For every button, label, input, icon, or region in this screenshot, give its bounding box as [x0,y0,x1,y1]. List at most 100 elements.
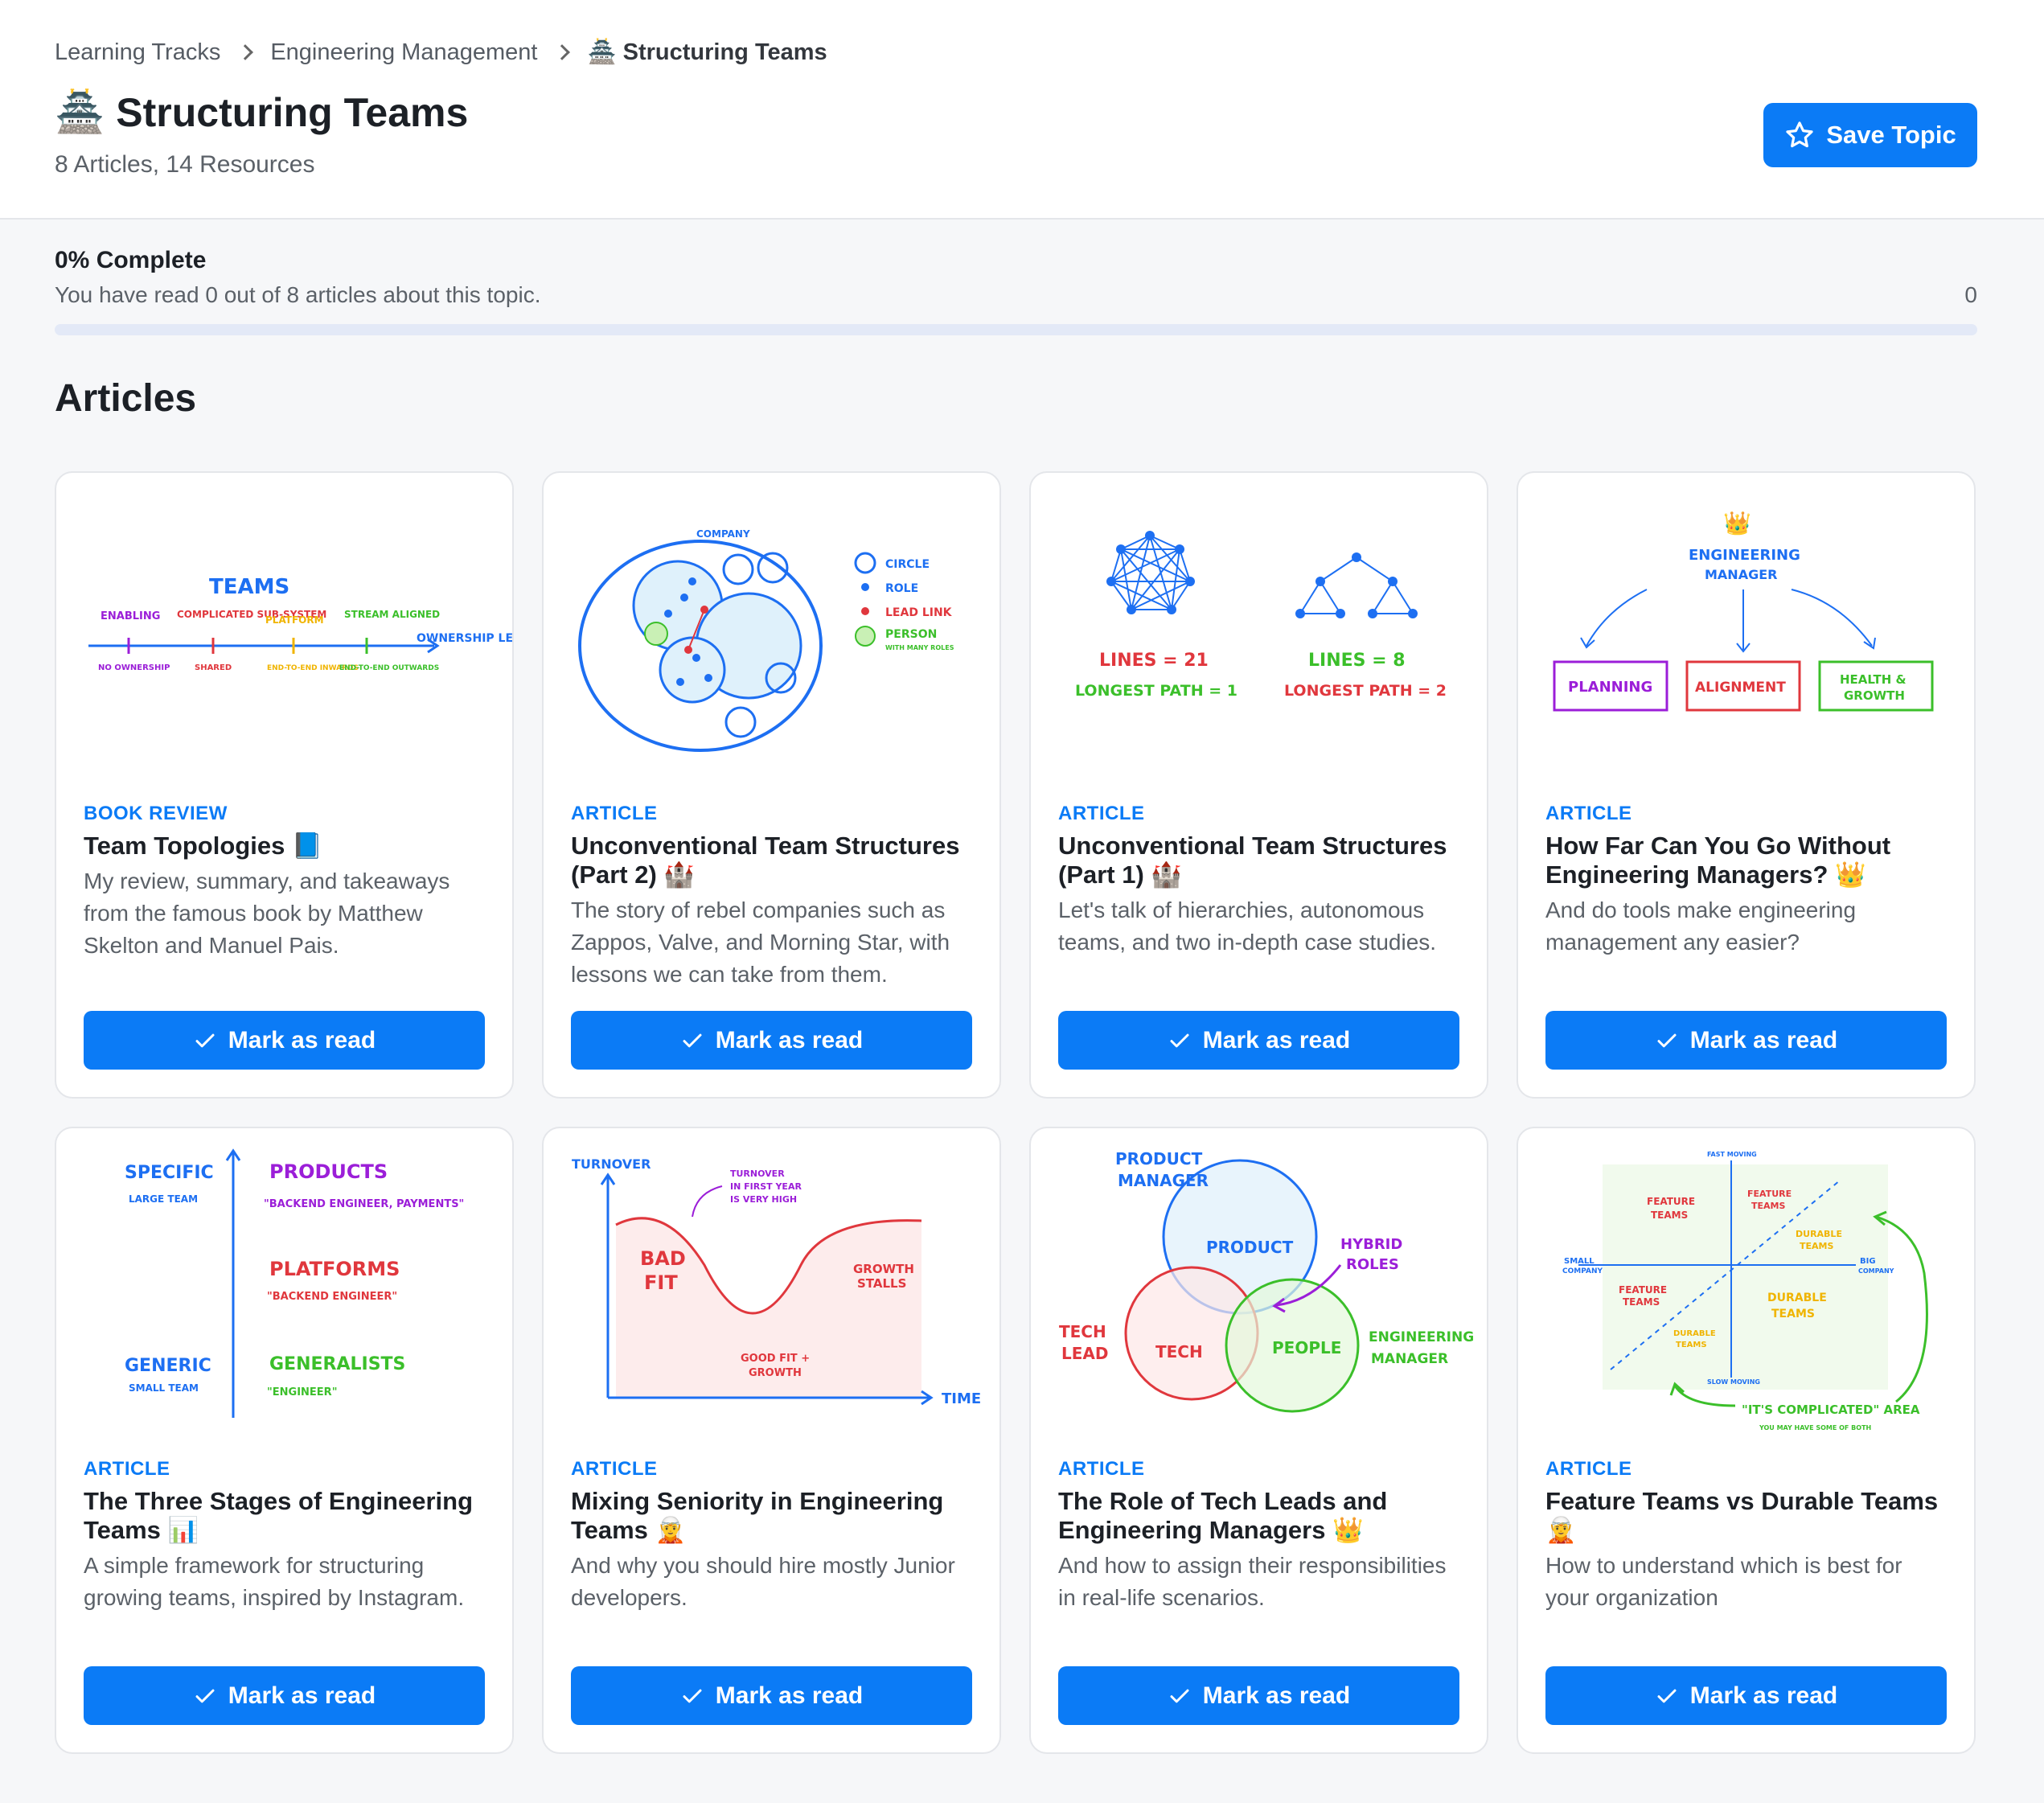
mark-as-read-label: Mark as read [1202,1682,1351,1709]
illustration-label: END-TO-END OUTWARDS [339,664,439,672]
mark-as-read-button[interactable]: Mark as read [84,1666,485,1725]
illustration-label: GENERIC [125,1356,211,1376]
article-illustration: PRODUCT MANAGER PRODUCT HYBRID ROLES TEC… [1031,1128,1487,1458]
article-illustration: SPECIFIC LARGE TEAM GENERIC SMALL TEAM P… [56,1128,512,1458]
illustration-label: ENGINEERING [1369,1329,1474,1345]
illustration-label: LONGEST PATH = 1 [1075,682,1237,700]
article-description: And why you should hire mostly Junior de… [571,1553,955,1610]
article-illustration: LINES = 21 LONGEST PATH = 1 LINES = 8 LO… [1031,473,1487,803]
progress-section: 0% Complete You have read 0 out of 8 art… [55,247,1977,335]
illustration-label: BIG [1860,1257,1876,1266]
article-title[interactable]: Unconventional Team Structures (Part 2) … [571,832,960,889]
illustration-label: "BACKEND ENGINEER" [267,1291,397,1303]
articles-grid: TEAMS ENABLING COMPLICATED SUB-SYSTEM PL… [55,471,1977,1754]
check-icon [1170,1689,1189,1702]
illustration-label: GROWTH [1844,688,1905,703]
article-title[interactable]: Team Topologies 📘 [84,832,323,860]
article-description: Let's talk of hierarchies, autonomous te… [1058,897,1437,955]
illustration-label: GROWTH [749,1367,802,1379]
article-card-body: ARTICLE How Far Can You Go Without Engin… [1545,803,1947,959]
article-card[interactable]: COMPANY CIRCLE ROLE LEAD LINK [542,471,1001,1099]
illustration-label: FEATURE [1647,1196,1695,1207]
save-topic-button[interactable]: Save Topic [1763,103,1977,167]
mark-as-read-button[interactable]: Mark as read [1058,1011,1459,1070]
article-card[interactable]: TURNOVER TIME TURNOVER IN FIRST YEAR IS … [542,1127,1001,1754]
article-title[interactable]: Unconventional Team Structures (Part 1) … [1058,832,1447,889]
mark-as-read-button[interactable]: Mark as read [1545,1011,1947,1070]
illustration-label: PRODUCT [1115,1149,1203,1168]
page-title-text: Structuring Teams [116,89,469,135]
article-description: The story of rebel companies such as Zap… [571,897,950,987]
illustration-label: WITH MANY ROLES [885,644,954,651]
article-card[interactable]: FAST MOVING SLOW MOVING SMALL COMPANY BI… [1517,1127,1976,1754]
article-title[interactable]: The Role of Tech Leads and Engineering M… [1058,1487,1388,1544]
illustration-label: SMALL [1564,1257,1595,1266]
illustration-label: FAST MOVING [1707,1151,1757,1158]
illustration-label: GENERALISTS [269,1354,405,1374]
mark-as-read-button[interactable]: Mark as read [1058,1666,1459,1725]
progress-description-row: You have read 0 out of 8 articles about … [55,282,1977,308]
illustration-label: GROWTH [853,1262,914,1276]
check-icon [195,1689,215,1702]
chevron-right-icon [237,44,254,60]
article-card[interactable]: SPECIFIC LARGE TEAM GENERIC SMALL TEAM P… [55,1127,514,1754]
illustration-label: ROLE [885,582,918,595]
breadcrumb: Learning Tracks Engineering Management 🏯… [55,39,827,66]
illustration-label: TECH [1155,1342,1203,1361]
illustration-label: TEAMS [1623,1296,1660,1308]
illustration-label: TEAMS [1651,1210,1688,1221]
check-icon [1657,1689,1677,1702]
mark-as-read-button[interactable]: Mark as read [571,1666,972,1725]
article-type: ARTICLE [571,1458,658,1480]
breadcrumb-learning-tracks[interactable]: Learning Tracks [55,39,221,65]
articles-heading: Articles [55,377,197,420]
mark-as-read-label: Mark as read [228,1682,376,1709]
article-illustration: TEAMS ENABLING COMPLICATED SUB-SYSTEM PL… [56,473,536,803]
article-title[interactable]: How Far Can You Go Without Engineering M… [1545,832,1891,889]
illustration-label: MANAGER [1705,567,1777,582]
star-icon [1786,121,1813,148]
article-type: ARTICLE [1545,1458,1632,1480]
breadcrumb-engineering-management[interactable]: Engineering Management [270,39,538,65]
article-card-body: ARTICLE Feature Teams vs Durable Teams 🧝… [1545,1458,1947,1614]
article-card-body: ARTICLE Mixing Seniority in Engineering … [571,1458,972,1614]
mark-as-read-label: Mark as read [1202,1026,1351,1053]
illustration-label: DURABLE [1767,1292,1827,1304]
illustration-label: PERSON [885,628,937,641]
check-icon [1657,1033,1677,1047]
illustration-label: MANAGER [1118,1171,1209,1190]
illustration-label: FEATURE [1619,1284,1667,1296]
save-topic-label: Save Topic [1826,121,1956,149]
article-title[interactable]: Mixing Seniority in Engineering Teams 🧝 [571,1487,944,1544]
illustration-label: COMPANY [1562,1267,1603,1275]
article-title[interactable]: Feature Teams vs Durable Teams 🧝 [1545,1487,1939,1544]
article-type: BOOK REVIEW [84,803,228,824]
illustration-label: PRODUCTS [269,1160,388,1183]
mark-as-read-button[interactable]: Mark as read [84,1011,485,1070]
castle-emoji-icon: 🏯 [587,39,617,65]
illustration-label: MANAGER [1371,1351,1448,1367]
illustration-label: "IT'S COMPLICATED" AREA [1742,1403,1920,1417]
article-card[interactable]: LINES = 21 LONGEST PATH = 1 LINES = 8 LO… [1029,471,1488,1099]
article-description: My review, summary, and takeaways from t… [84,869,450,958]
mark-as-read-label: Mark as read [228,1026,376,1053]
illustration-label: TURNOVER [730,1168,785,1179]
article-description: And how to assign their responsibilities… [1058,1553,1447,1610]
mark-as-read-button[interactable]: Mark as read [571,1011,972,1070]
check-icon [195,1033,215,1047]
illustration-label: DURABLE [1796,1229,1842,1239]
article-card[interactable]: 👑 ENGINEERING MANAGER PLANNING ALIGNMENT… [1517,471,1976,1099]
article-card[interactable]: TEAMS ENABLING COMPLICATED SUB-SYSTEM PL… [55,471,536,1099]
illustration-label: "ENGINEER" [267,1386,337,1398]
mark-as-read-button[interactable]: Mark as read [1545,1666,1947,1725]
article-card-body: ARTICLE The Three Stages of Engineering … [84,1458,485,1614]
illustration-label: SLOW MOVING [1707,1378,1760,1386]
article-title[interactable]: The Three Stages of Engineering Teams 📊 [84,1487,474,1544]
progress-description: You have read 0 out of 8 articles about … [55,282,541,307]
illustration-label: ENGINEERING [1689,547,1800,564]
page-header: Learning Tracks Engineering Management 🏯… [0,0,2044,220]
illustration-label: PRODUCT [1206,1238,1294,1257]
illustration-label: IS VERY HIGH [730,1194,797,1205]
article-illustration: FAST MOVING SLOW MOVING SMALL COMPANY BI… [1518,1128,1974,1458]
article-card[interactable]: PRODUCT MANAGER PRODUCT HYBRID ROLES TEC… [1029,1127,1488,1754]
